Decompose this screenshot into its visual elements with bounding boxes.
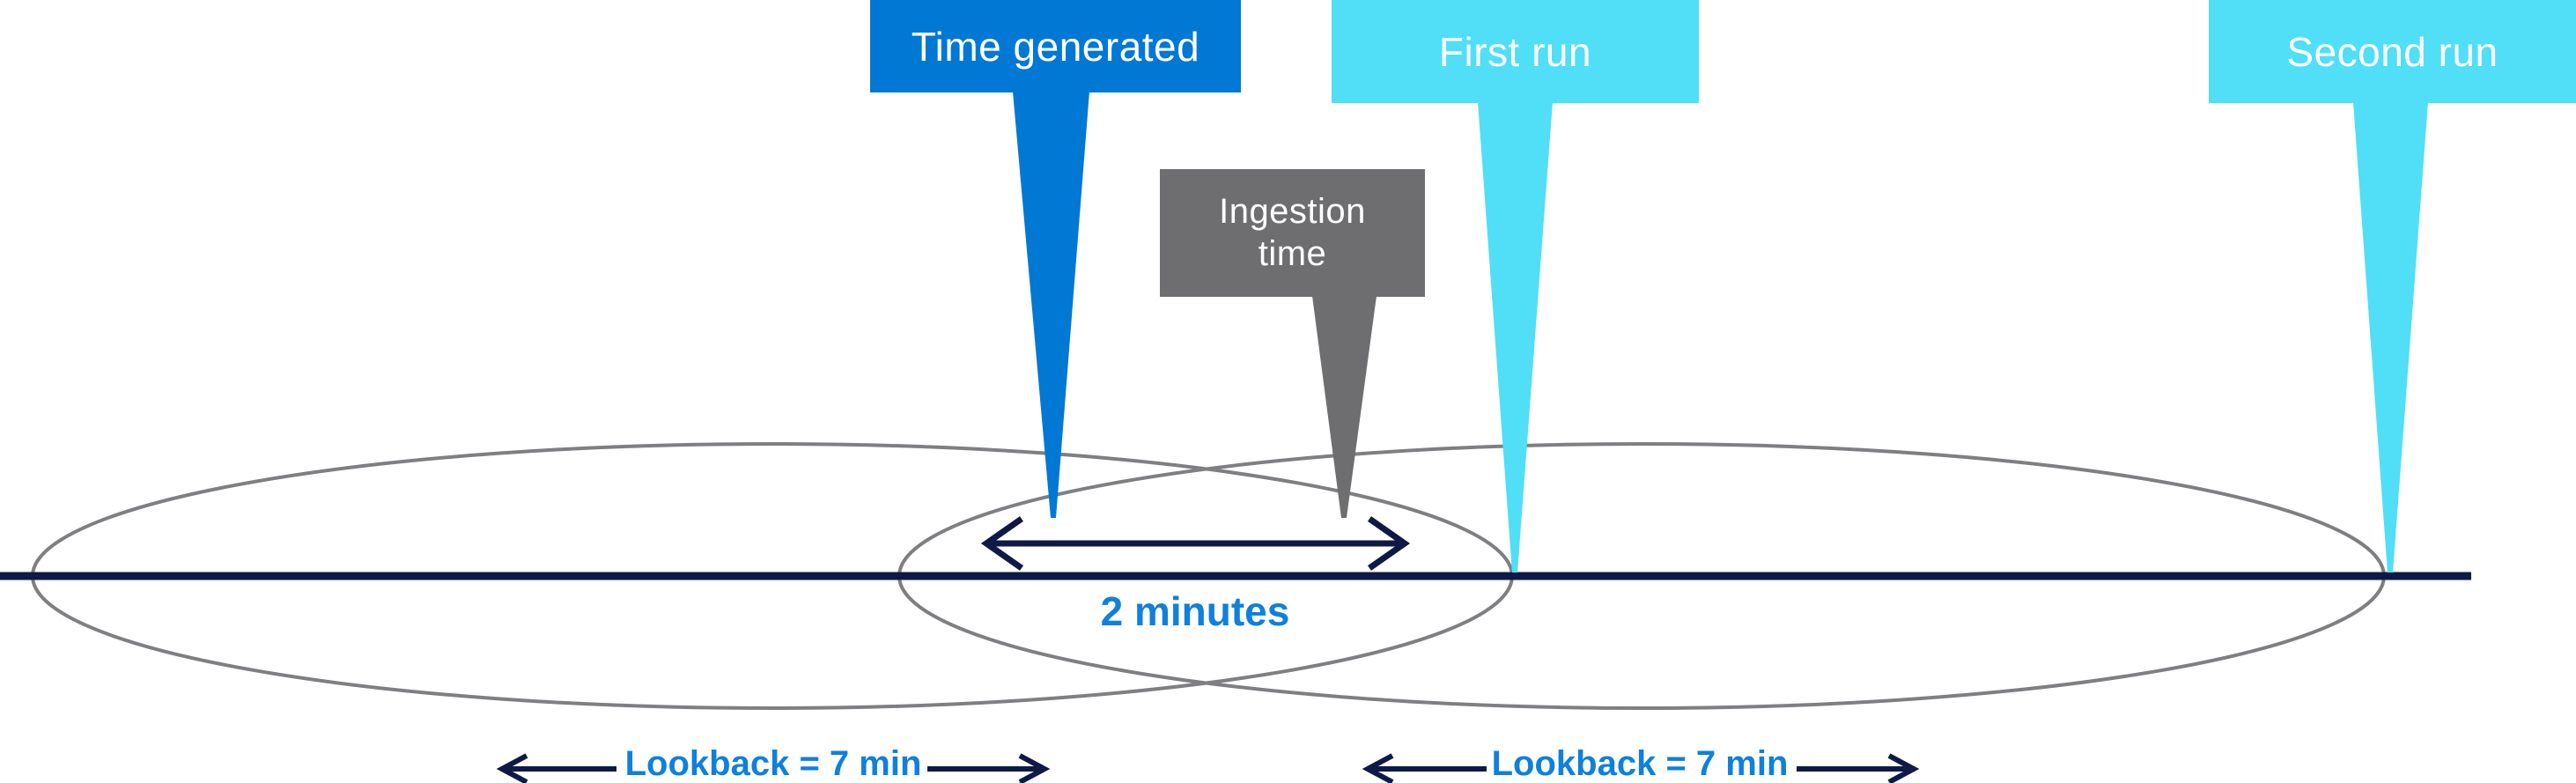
second-run-label: Second run: [2286, 28, 2498, 75]
time-generated-marker: Time generated: [870, 0, 1241, 92]
first-run-marker: First run: [1332, 0, 1699, 103]
ingestion-delay-label: 2 minutes: [1100, 588, 1290, 634]
ingestion-time-label: Ingestion time: [1219, 192, 1366, 273]
lookback-second-label: Lookback = 7 min: [1491, 743, 1789, 783]
time-generated-label: Time generated: [911, 23, 1200, 70]
first-run-pointer-icon: [1478, 102, 1553, 572]
second-run-pointer-icon: [2353, 102, 2428, 572]
ingestion-time-pointer-icon: [1312, 296, 1377, 518]
time-generated-pointer-icon: [1013, 92, 1089, 518]
ingestion-delay-arrow-icon: [980, 516, 1411, 571]
lookback-second-arrows-icon: [1362, 753, 1920, 783]
second-run-marker: Second run: [2209, 0, 2576, 103]
lookback-first-label: Lookback = 7 min: [624, 743, 922, 783]
first-run-label: First run: [1438, 28, 1592, 75]
ingestion-time-marker: Ingestion time: [1160, 169, 1425, 297]
lookback-first-arrows-icon: [496, 753, 1051, 783]
